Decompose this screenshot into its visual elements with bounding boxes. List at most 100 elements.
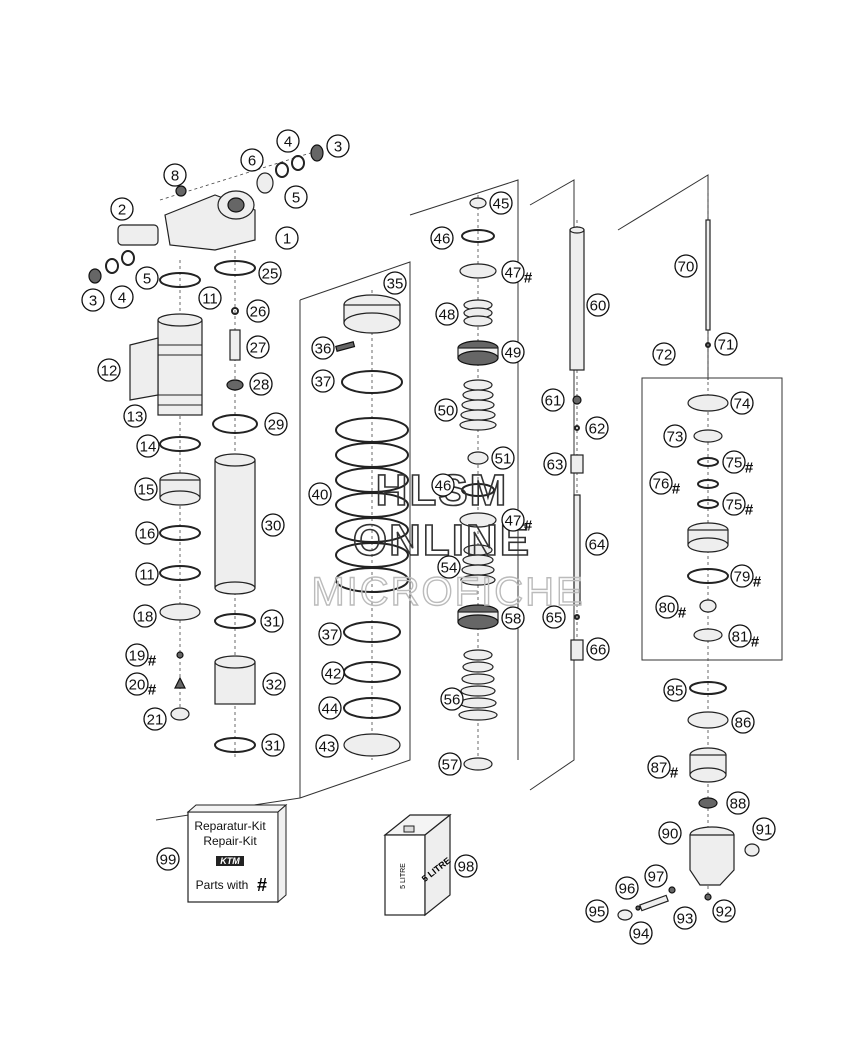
callout-circle (276, 129, 300, 153)
callout-circle (311, 369, 335, 393)
seal-head-74-part (687, 394, 729, 412)
callout-28: 28 (249, 372, 273, 396)
callout-number: 75 (726, 497, 743, 514)
callout-circle (726, 791, 750, 815)
cap-18-part (159, 603, 201, 621)
seat-66-part (570, 639, 584, 661)
callout-number: 11 (202, 291, 218, 308)
callout-31: 31 (260, 609, 284, 633)
callout-32: 32 (262, 672, 286, 696)
callout-42: 42 (321, 661, 345, 685)
callout-number: 30 (265, 518, 282, 535)
callout-73: 73 (663, 424, 687, 448)
callout-number: 57 (442, 757, 459, 774)
seal-3b-part (88, 268, 102, 284)
callout-circle (722, 450, 746, 474)
callout-92: 92 (712, 899, 736, 923)
callout-29: 29 (264, 412, 288, 436)
callout-47: 47# (501, 508, 533, 535)
callout-circle (491, 446, 515, 470)
ring-65-part (574, 614, 580, 620)
callout-circle (730, 391, 754, 415)
callout-number: 94 (633, 926, 650, 943)
piston-panel-frame (409, 179, 519, 760)
callout-88: 88 (726, 791, 750, 815)
callout-number: 50 (438, 403, 455, 420)
washer-4b-part (105, 258, 119, 274)
repair-kit-box: Reparatur-Kit Repair-Kit KTM Parts with … (186, 803, 288, 904)
callout-70: 70 (674, 254, 698, 278)
callout-circle (258, 261, 282, 285)
callout-circle (585, 416, 609, 440)
callout-number: 40 (312, 487, 329, 504)
callout-circle (383, 271, 407, 295)
callout-4: 4 (276, 129, 300, 153)
callout-circle (163, 163, 187, 187)
bumper-87-part (689, 747, 727, 783)
washer-47b-part (459, 512, 497, 528)
callout-circle (318, 622, 342, 646)
spacer-51-part (467, 451, 489, 465)
callout-number: 5 (292, 190, 300, 207)
callout-14: 14 (136, 434, 160, 458)
upper-head-part (117, 185, 256, 251)
oring-11b-part (159, 565, 201, 581)
callout-circle (275, 226, 299, 250)
callout-number: 35 (387, 276, 404, 293)
bumper-43-part (343, 733, 401, 757)
callout-36: 36 (311, 336, 335, 360)
screw-92-part (704, 893, 712, 901)
callout-number: 88 (730, 796, 747, 813)
callout-circle (586, 637, 610, 661)
callout-circle (655, 595, 679, 619)
callout-27: 27 (246, 335, 270, 359)
callout-number: 6 (248, 153, 256, 170)
callout-number: 70 (678, 259, 695, 276)
shims-50-part (459, 379, 497, 431)
callout-circle (629, 921, 653, 945)
callout-76: 76# (649, 471, 681, 498)
callout-number: 74 (734, 396, 751, 413)
callout-number: 85 (667, 683, 684, 700)
callout-circle (541, 388, 565, 412)
callout-number: 49 (505, 345, 522, 362)
callout-8: 8 (163, 163, 187, 187)
callout-circle (123, 404, 147, 428)
callout-circle (240, 148, 264, 172)
ring-14-part (159, 436, 201, 452)
ball-19-part (176, 651, 184, 659)
callout-circle (501, 508, 525, 532)
callout-circle (663, 424, 687, 448)
spring-97-part (668, 886, 676, 894)
callout-circle (647, 755, 671, 779)
callout-number: 62 (589, 421, 606, 438)
callout-5: 5 (135, 266, 159, 290)
callout-circle (198, 286, 222, 310)
ring-16-part (159, 525, 201, 541)
callout-50: 50 (434, 398, 458, 422)
callout-3: 3 (326, 134, 350, 158)
callout-number: 3 (334, 139, 342, 156)
callout-95: 95 (585, 899, 609, 923)
callout-circle (489, 191, 513, 215)
kit-parts-with: Parts with (196, 878, 249, 892)
callout-circle (437, 555, 461, 579)
callout-51: 51 (491, 446, 515, 470)
callout-30: 30 (261, 513, 285, 537)
callout-number: 14 (140, 439, 157, 456)
callout-circle (326, 134, 350, 158)
callout-56: 56 (440, 687, 464, 711)
callout-number: 32 (266, 677, 283, 694)
callout-72: 72 (652, 342, 676, 366)
callout-number: 99 (160, 852, 177, 869)
callout-number: 27 (250, 340, 267, 357)
callout-60: 60 (586, 293, 610, 317)
callout-hash-mark: # (751, 634, 760, 651)
callout-15: 15 (134, 477, 158, 501)
callout-40: 40 (308, 482, 332, 506)
ring-71-part (705, 342, 711, 348)
callout-63: 63 (543, 452, 567, 476)
callout-circle (134, 477, 158, 501)
callout-number: 76 (653, 476, 670, 493)
seal-3-part (310, 144, 324, 162)
